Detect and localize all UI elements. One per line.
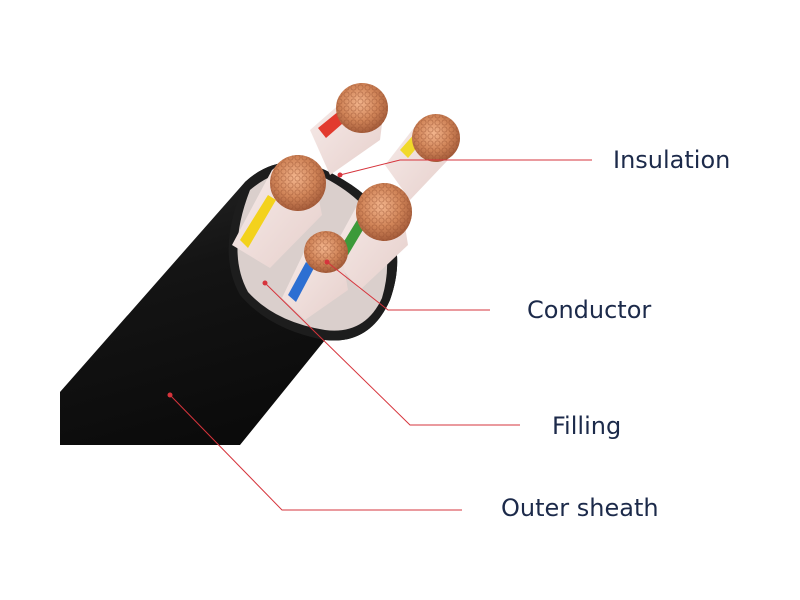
leader-dots: [167, 172, 343, 398]
core-5-stripe: [288, 262, 314, 302]
label-filling: Filling: [552, 412, 622, 440]
label-outer-sheath: Outer sheath: [501, 494, 659, 522]
core-1: [310, 83, 388, 175]
core-3-stripe: [240, 195, 276, 248]
leader-outer-sheath: [169, 394, 462, 511]
core-4: [330, 183, 412, 290]
outer-sheath-shape: [60, 162, 398, 446]
leader-conductor: [326, 261, 490, 311]
core-5: [282, 231, 348, 320]
core-2: [385, 114, 460, 200]
leader-filling: [264, 282, 520, 426]
dot-filling: [262, 280, 268, 286]
core-3: [232, 155, 326, 268]
label-conductor: Conductor: [527, 296, 652, 324]
label-insulation: Insulation: [613, 146, 731, 174]
leader-insulation: [339, 159, 592, 176]
dot-conductor: [324, 259, 330, 265]
dot-outer-sheath: [167, 392, 173, 398]
leader-lines: [169, 159, 592, 511]
dot-insulation: [337, 172, 343, 178]
